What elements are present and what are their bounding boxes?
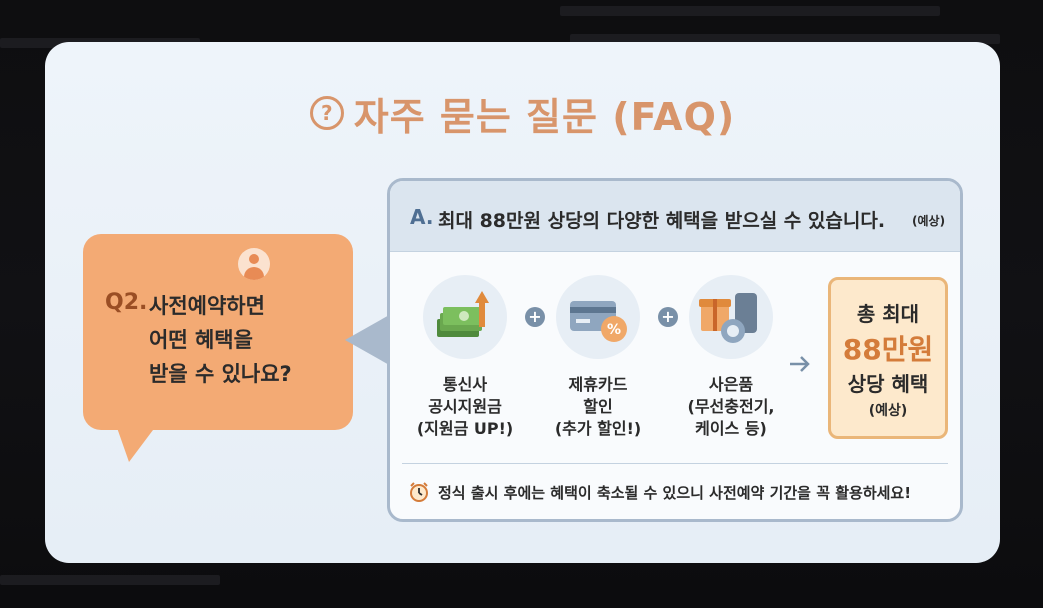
question-circle-icon: ? <box>309 96 344 130</box>
answer-note: (예상) <box>912 214 946 228</box>
benefit-3-line3: 케이스 등) <box>695 419 767 438</box>
question-line-3: 받을 수 있나요? <box>149 362 292 386</box>
question-line-1: 사전예약하면 <box>149 294 265 318</box>
question-line-2: 어떤 혜택을 <box>149 328 253 352</box>
total-note: (예상) <box>868 403 908 419</box>
answer-panel: A. 최대 88만원 상당의 다양한 혜택을 받으실 수 있습니다. (예상) … <box>387 178 963 522</box>
arrow-right-icon <box>790 356 810 372</box>
question-bubble: Q2. 사전예약하면 어떤 혜택을 받을 수 있나요? <box>83 234 353 430</box>
cash-growth-icon <box>423 275 507 359</box>
faq-title-row: ? 자주 묻는 질문 (FAQ) <box>45 88 1000 139</box>
benefit-1-line2: 공시지원금 <box>428 397 502 416</box>
footer-text: 정식 출시 후에는 혜택이 축소될 수 있으니 사전예약 기간을 꼭 활용하세요… <box>438 483 912 502</box>
speech-connector <box>345 314 391 366</box>
total-line-3: 상당 혜택 <box>847 372 929 396</box>
benefit-label-2: 제휴카드 할인 (추가 할인!) <box>543 374 653 440</box>
answer-header: A. 최대 88만원 상당의 다양한 혜택을 받으실 수 있습니다. (예상) <box>390 181 960 252</box>
background-text-line <box>560 6 940 16</box>
alarm-clock-icon <box>410 482 428 502</box>
question-prefix: Q2. <box>105 290 148 315</box>
benefit-label-3: 사은품 (무선충전기, 케이스 등) <box>676 374 786 440</box>
total-amount: 88만원 <box>842 333 934 366</box>
footer-notice: 정식 출시 후에는 혜택이 축소될 수 있으니 사전예약 기간을 꼭 활용하세요… <box>408 477 948 507</box>
faq-card: ? 자주 묻는 질문 (FAQ) Q2. 사전예약하면 어떤 혜택을 받을 수 … <box>45 42 1000 563</box>
credit-card-discount-icon: % <box>556 275 640 359</box>
background-text-line <box>570 34 1000 44</box>
benefit-3-line2: (무선충전기, <box>687 397 775 416</box>
total-benefit-box: 총 최대 88만원 상당 혜택 (예상) <box>828 277 948 439</box>
faq-title: 자주 묻는 질문 (FAQ) <box>353 94 736 139</box>
gift-phone-charger-icon <box>689 275 773 359</box>
benefit-2-line3: (추가 할인!) <box>554 419 642 438</box>
bubble-tail <box>115 422 159 462</box>
benefit-2-line2: 할인 <box>583 397 613 416</box>
plus-icon: + <box>525 307 545 327</box>
user-avatar-icon <box>238 248 270 280</box>
footer-divider <box>402 463 948 464</box>
plus-icon: + <box>658 307 678 327</box>
svg-text:%: % <box>607 322 621 338</box>
background-text-line <box>0 575 220 585</box>
benefit-1-line1: 통신사 <box>442 375 488 394</box>
benefit-1-line3: (지원금 UP!) <box>416 419 514 438</box>
total-line-1: 총 최대 <box>856 302 920 326</box>
benefit-3-line1: 사은품 <box>708 375 754 394</box>
answer-prefix: A. <box>410 205 434 229</box>
answer-text: 최대 88만원 상당의 다양한 혜택을 받으실 수 있습니다. <box>438 210 886 232</box>
benefit-2-line1: 제휴카드 <box>568 375 628 394</box>
benefit-label-1: 통신사 공시지원금 (지원금 UP!) <box>410 374 520 440</box>
